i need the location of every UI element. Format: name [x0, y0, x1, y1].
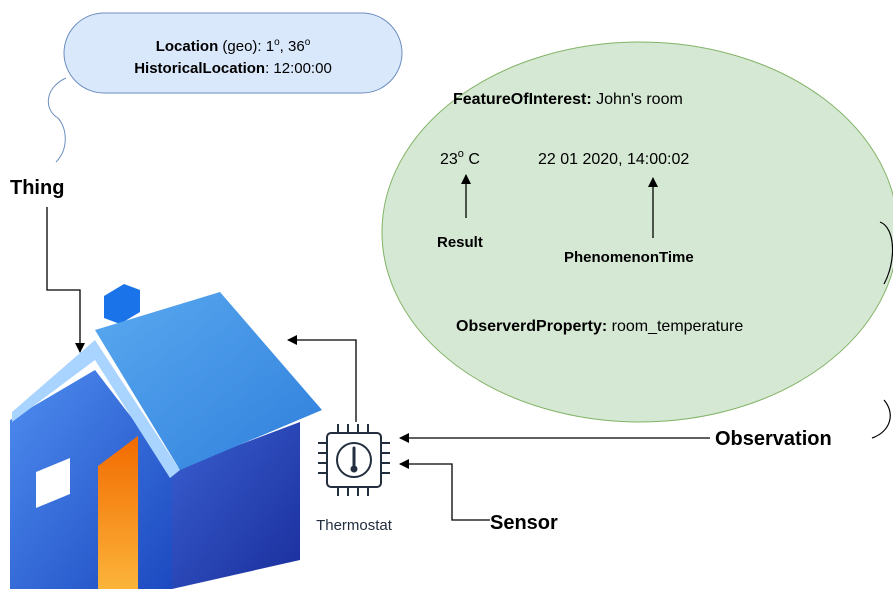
phenomenon-time-value: 22 01 2020, 14:00:02 [538, 151, 689, 168]
house-roof-edge [12, 340, 180, 478]
location-bubble-tail [48, 77, 67, 163]
thermostat-chip-icon [318, 424, 390, 496]
sensor-label: Sensor [490, 512, 558, 534]
location-bubble: Location (geo): 1o, 36o HistoricalLocati… [48, 12, 403, 163]
thermostat-to-house-connector [287, 335, 357, 422]
historical-location-line: HistoricalLocation: 12:00:00 [134, 60, 332, 77]
observation-ellipse [381, 41, 893, 423]
house-chimney [104, 284, 140, 324]
result-value: 23o C [440, 148, 480, 168]
location-line: Location (geo): 1o, 36o [156, 37, 311, 55]
house-icon [10, 284, 322, 589]
feature-of-interest-line: FeatureOfInterest: John's room [453, 91, 683, 108]
observed-property-line: ObserverdProperty: room_temperature [456, 318, 743, 335]
result-label: Result [437, 234, 483, 251]
observation-ellipse-group: FeatureOfInterest: John's room 23o C Res… [381, 41, 893, 423]
location-bubble-shape [63, 12, 403, 94]
sensor-connector [399, 459, 490, 521]
thing-connector [46, 207, 85, 353]
observation-brace [871, 221, 893, 439]
phenomenon-time-label: PhenomenonTime [564, 249, 694, 266]
house-roof [95, 292, 322, 470]
house-door [98, 436, 138, 589]
house-side-wall [172, 422, 300, 589]
thermostat-label: Thermostat [316, 517, 393, 534]
house-window [36, 458, 70, 508]
observation-label: Observation [715, 428, 832, 450]
thing-label: Thing [10, 177, 64, 199]
